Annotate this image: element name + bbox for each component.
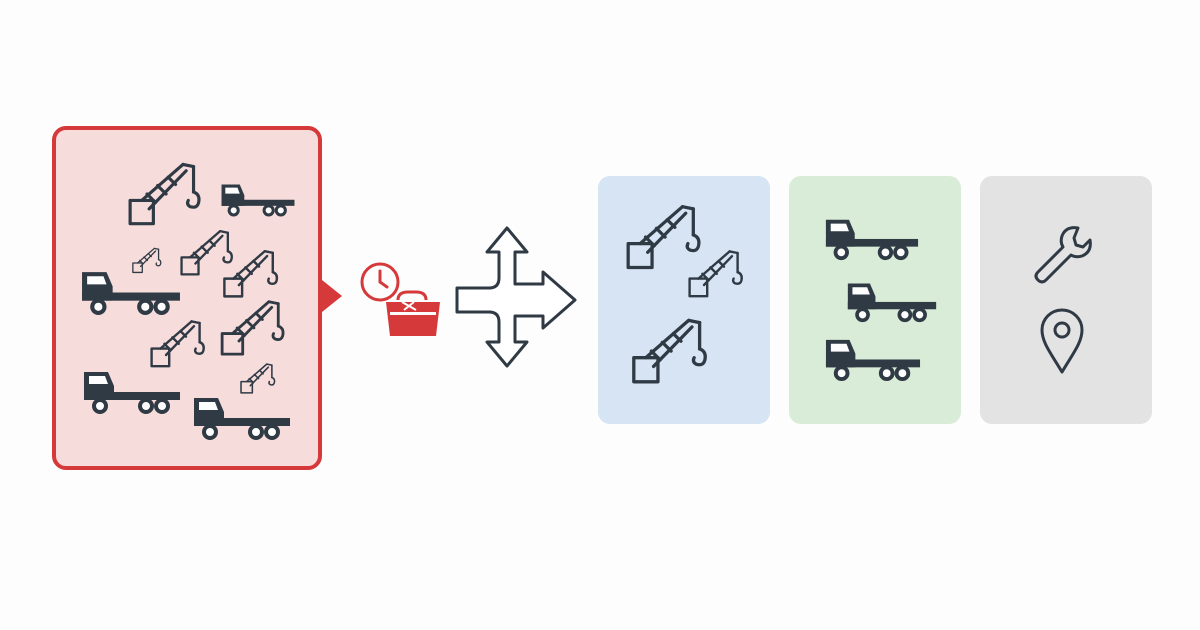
four-way-arrow-icon [455, 226, 577, 368]
service-panel [980, 176, 1152, 424]
toolbox-icon [386, 290, 440, 336]
truck-icon [824, 217, 920, 261]
clock-icon [360, 262, 400, 302]
truck-icon [824, 337, 922, 382]
box-pointer [322, 280, 342, 312]
wrench-icon [1034, 226, 1092, 284]
cranes-panel [598, 176, 770, 424]
truck-icon [846, 281, 938, 323]
location-pin-icon [1040, 308, 1084, 374]
